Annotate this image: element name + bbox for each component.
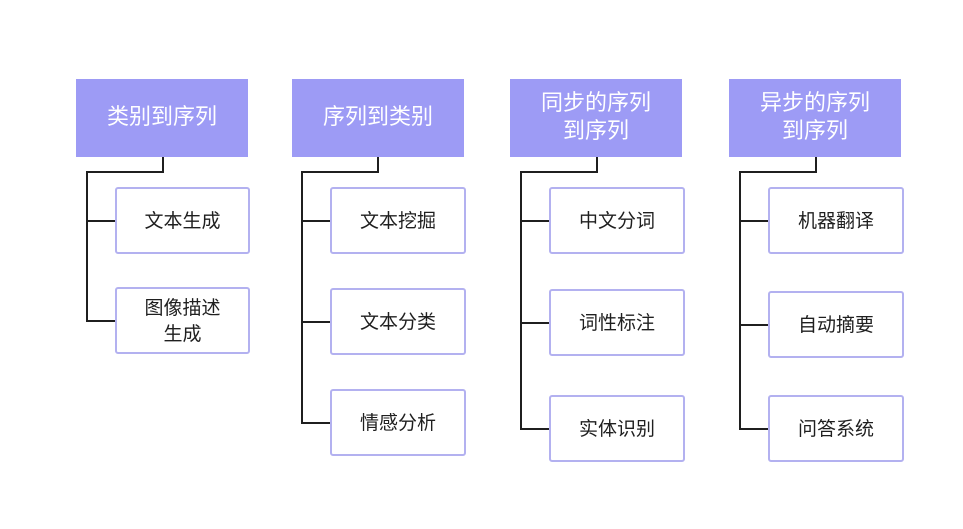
connector-column2-branch bbox=[301, 321, 331, 323]
node-sentiment-analysis: 情感分析 bbox=[330, 389, 466, 456]
node-automatic-summarization: 自动摘要 bbox=[768, 291, 904, 358]
connector-column1-top bbox=[86, 171, 163, 173]
connector-column2-spine bbox=[301, 171, 303, 424]
connector-column3-branch bbox=[520, 428, 550, 430]
connector-column2-drop bbox=[377, 157, 379, 173]
node-machine-translation: 机器翻译 bbox=[768, 187, 904, 254]
connector-column2-branch bbox=[301, 220, 331, 222]
connector-column4-branch bbox=[739, 428, 769, 430]
connector-column4-spine bbox=[739, 171, 741, 430]
connector-column3-branch bbox=[520, 322, 550, 324]
node-chinese-word-segmentation: 中文分词 bbox=[549, 187, 685, 254]
connector-column4-branch bbox=[739, 324, 769, 326]
header-async-sequence-to-sequence: 异步的序列 到序列 bbox=[729, 79, 901, 157]
node-question-answering: 问答系统 bbox=[768, 395, 904, 462]
node-text-classification: 文本分类 bbox=[330, 288, 466, 355]
connector-column3-top bbox=[520, 171, 597, 173]
node-text-mining: 文本挖掘 bbox=[330, 187, 466, 254]
connector-column1-branch bbox=[86, 320, 116, 322]
connector-column3-spine bbox=[520, 171, 522, 430]
node-pos-tagging: 词性标注 bbox=[549, 289, 685, 356]
connector-column1-branch bbox=[86, 220, 116, 222]
connector-column4-top bbox=[739, 171, 816, 173]
connector-column4-branch bbox=[739, 220, 769, 222]
header-category-to-sequence: 类别到序列 bbox=[76, 79, 248, 157]
connector-column1-spine bbox=[86, 171, 88, 322]
connector-column1-drop bbox=[162, 157, 164, 173]
connector-column3-drop bbox=[596, 157, 598, 173]
connector-column2-branch bbox=[301, 422, 331, 424]
header-sequence-to-category: 序列到类别 bbox=[292, 79, 464, 157]
node-text-generation: 文本生成 bbox=[115, 187, 250, 254]
node-entity-recognition: 实体识别 bbox=[549, 395, 685, 462]
connector-column3-branch bbox=[520, 220, 550, 222]
connector-column2-top bbox=[301, 171, 378, 173]
header-sync-sequence-to-sequence: 同步的序列 到序列 bbox=[510, 79, 682, 157]
connector-column4-drop bbox=[815, 157, 817, 173]
node-image-captioning: 图像描述 生成 bbox=[115, 287, 250, 354]
